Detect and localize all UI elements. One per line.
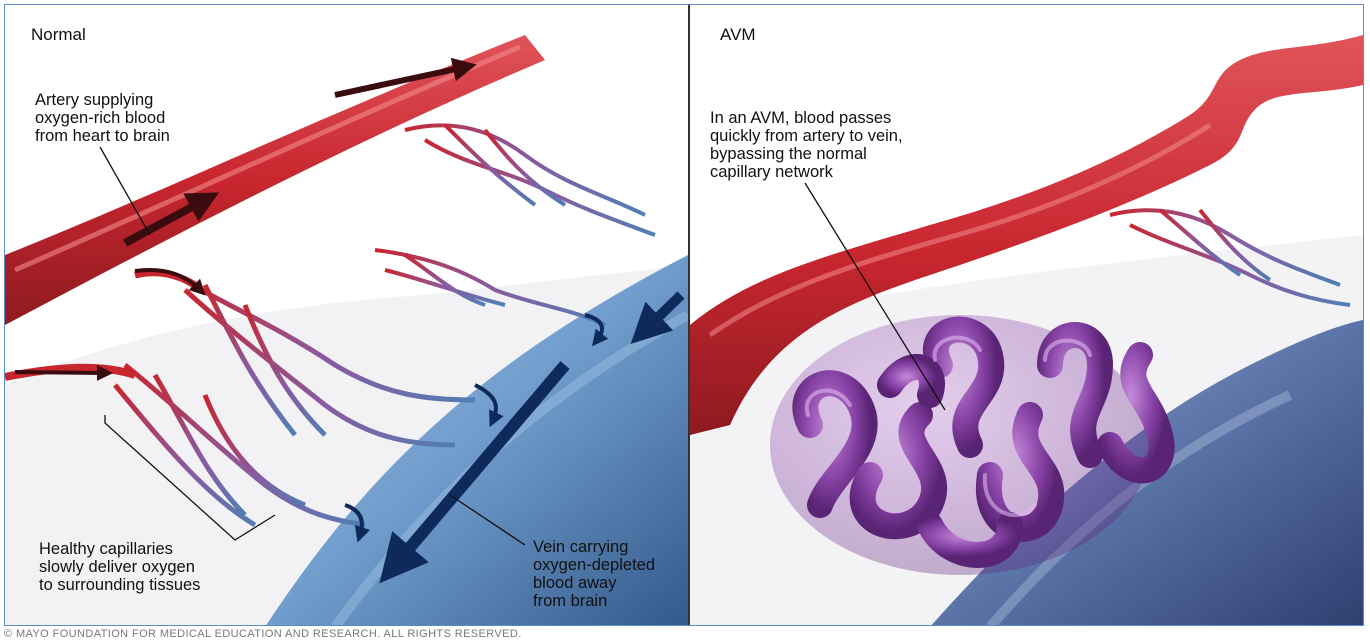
- illustration-frame: Normal Artery supplying oxygen-rich bloo…: [4, 4, 1364, 626]
- avm-illustration: [690, 5, 1363, 625]
- artery-shape: [5, 35, 545, 325]
- vein-label: Vein carrying oxygen-depleted blood away…: [533, 538, 655, 610]
- artery-label: Artery supplying oxygen-rich blood from …: [35, 91, 170, 145]
- normal-panel-title: Normal: [31, 25, 86, 45]
- copyright-notice: © MAYO FOUNDATION FOR MEDICAL EDUCATION …: [4, 628, 522, 640]
- avm-panel: AVM In an AVM, blood passes quickly from…: [690, 5, 1363, 625]
- normal-panel: Normal Artery supplying oxygen-rich bloo…: [5, 5, 688, 625]
- avm-panel-title: AVM: [720, 25, 756, 45]
- capillary-label: Healthy capillaries slowly deliver oxyge…: [39, 540, 200, 594]
- avm-label: In an AVM, blood passes quickly from art…: [710, 109, 903, 181]
